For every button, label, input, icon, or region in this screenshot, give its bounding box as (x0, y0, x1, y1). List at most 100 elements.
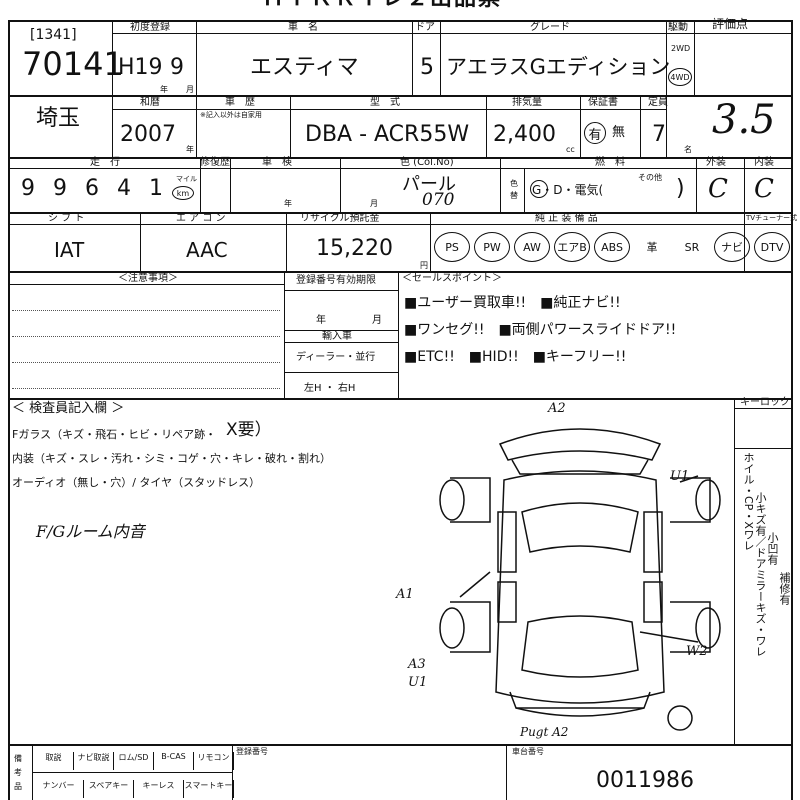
mileage-digit: 1 (149, 176, 163, 201)
grade-name: アエラスGエディション (446, 55, 671, 79)
label-car-history: 車 歴 (225, 97, 255, 108)
bottom-item: B-CAS (154, 752, 194, 770)
bottom-label: 備考品 (14, 754, 22, 791)
color-number: 070 (422, 190, 455, 210)
label-door: ドア (415, 22, 435, 33)
lot-bracket: [1341] (30, 27, 77, 43)
sales-point: ■ユーザー買取車!! ■純正ナビ!! (404, 295, 621, 311)
mileage-digit: 6 (85, 176, 99, 201)
mark-w2: W2 (686, 644, 708, 659)
inspector-line: オーディオ（無し・穴）/ タイヤ（スタッドレス） (12, 476, 261, 489)
warranty-yes-circle: 有 (584, 122, 606, 144)
rating-score: 3.5 (712, 97, 776, 143)
drive-4wd-circle: 4WD (668, 68, 692, 86)
mark-top-a2: A2 (548, 401, 566, 416)
bottom-item: 取説 (34, 752, 74, 770)
label-grade: グレード (530, 22, 570, 33)
label-car-name: 車 名 (288, 22, 318, 33)
model-code: DBA - ACR55W (305, 122, 470, 147)
label-reg-no: 登録番号 (236, 747, 268, 756)
bottom-item: スペアキー (84, 780, 134, 798)
first-reg-month: 9 (170, 55, 184, 80)
equipment-item: DTV (754, 232, 790, 262)
km-circle: km (172, 186, 194, 200)
era-year: H19 (118, 55, 163, 80)
inspection-month: 月 (370, 199, 378, 208)
bottom-item: ロム/SD (114, 752, 154, 770)
km-unit: km (176, 188, 190, 198)
side-note-text: ホイル・CP・Xワレ (742, 452, 755, 551)
label-color: 色 (Col.No) (400, 157, 454, 168)
bottom-item: スマートキー (184, 780, 234, 798)
dealer-parallel: ディーラー・並行 (296, 352, 376, 363)
color-value: パール (402, 174, 456, 195)
bottom-row2: ナンバースペアキーキーレススマートキー (34, 776, 234, 798)
year-unit: 年 (160, 85, 168, 94)
equipment-item: ナビ (714, 232, 750, 262)
mark-u1b: U1 (408, 675, 428, 690)
label-keyrock: キーロック (740, 397, 790, 408)
recycle-amount: 15,220 (316, 236, 393, 261)
cc-unit: cc (566, 145, 575, 154)
label-repair: 修復歴 (200, 157, 230, 168)
drive-4wd: 4WD (670, 72, 690, 82)
mileage-digit: 9 (53, 176, 67, 201)
label-capacity: 定員 (648, 97, 668, 108)
label-import: 輸入車 (322, 331, 352, 342)
expiry-month: 月 (372, 315, 382, 326)
capacity-value: 7 (652, 122, 666, 147)
label-rating: 評価点 (712, 17, 749, 31)
history-note: ※記入以外は自家用 (200, 111, 262, 119)
year-ad: 2007 (120, 122, 176, 147)
mark-a1: A1 (396, 587, 414, 602)
fglass-mark: X要） (226, 420, 272, 440)
bottom-item: キーレス (134, 780, 184, 798)
shift-value: IAT (54, 238, 85, 262)
label-interior: 内装 (754, 157, 774, 168)
side-note-text: 補修有 (778, 572, 791, 605)
persons-unit: 名 (684, 145, 692, 154)
mark-a3: A3 (408, 657, 426, 672)
header-title: ＨＹＫＲＴレ２出品票 (262, 0, 502, 10)
month-unit: 月 (186, 85, 194, 94)
nen-unit: 年 (186, 145, 194, 154)
sales-point: ■ETC!! ■HID!! ■キーフリー!! (404, 349, 627, 365)
equipment-item: エアB (554, 232, 590, 262)
equipment-item: AW (514, 232, 550, 262)
bottom-item: ナビ取説 (74, 752, 114, 770)
fuel-close: ) (676, 176, 685, 201)
exterior-grade: C (708, 174, 728, 204)
label-displacement: 排気量 (512, 97, 542, 108)
equipment-item: SR (684, 240, 700, 254)
label-frame-no: 車台番号 (512, 747, 544, 756)
side-note-text: 小キズ有／ドアミラーキズ・ワレ (754, 492, 767, 657)
fuel-gas-circle (530, 180, 548, 198)
label-exterior: 外装 (706, 157, 726, 168)
mileage-digit: 4 (117, 176, 131, 201)
label-year-jp: 和暦 (140, 97, 160, 108)
label-reg-expiry: 登録番号有効期限 (296, 275, 376, 286)
warranty-no: 無 (612, 125, 626, 140)
label-inspection: 車 検 (262, 157, 292, 168)
mark-u1: U1 (670, 469, 690, 484)
mileage-digit: 9 (21, 176, 35, 201)
inspector-lines: Fガラス（キズ・飛石・ヒビ・リペア跡・内装（キズ・スレ・汚れ・シミ・コゲ・穴・キ… (12, 420, 452, 500)
lot-number: 70141 (22, 45, 124, 83)
equipment-item: 革 (646, 241, 658, 254)
inspector-line: 内装（キズ・スレ・汚れ・シミ・コゲ・穴・キレ・破れ・割れ） (12, 452, 331, 465)
expiry-year: 年 (316, 315, 326, 326)
label-mileage: 走 行 (90, 157, 120, 168)
label-aircon: エ ア コ ン (176, 213, 226, 224)
side-note-text: 小凹有 (766, 532, 779, 565)
sales-points-list: ■ユーザー買取車!! ■純正ナビ!! ■ワンセグ!! ■両側パワースライドドア!!… (404, 292, 734, 382)
bottom-item: ナンバー (34, 780, 84, 798)
yen-unit: 円 (420, 261, 428, 270)
label-warranty: 保証書 (588, 97, 618, 108)
car-damage-diagram (439, 428, 721, 731)
aircon-value: AAC (186, 238, 228, 262)
sales-point: ■ワンセグ!! ■両側パワースライドドア!! (404, 322, 677, 338)
warranty-yes: 有 (588, 127, 602, 143)
